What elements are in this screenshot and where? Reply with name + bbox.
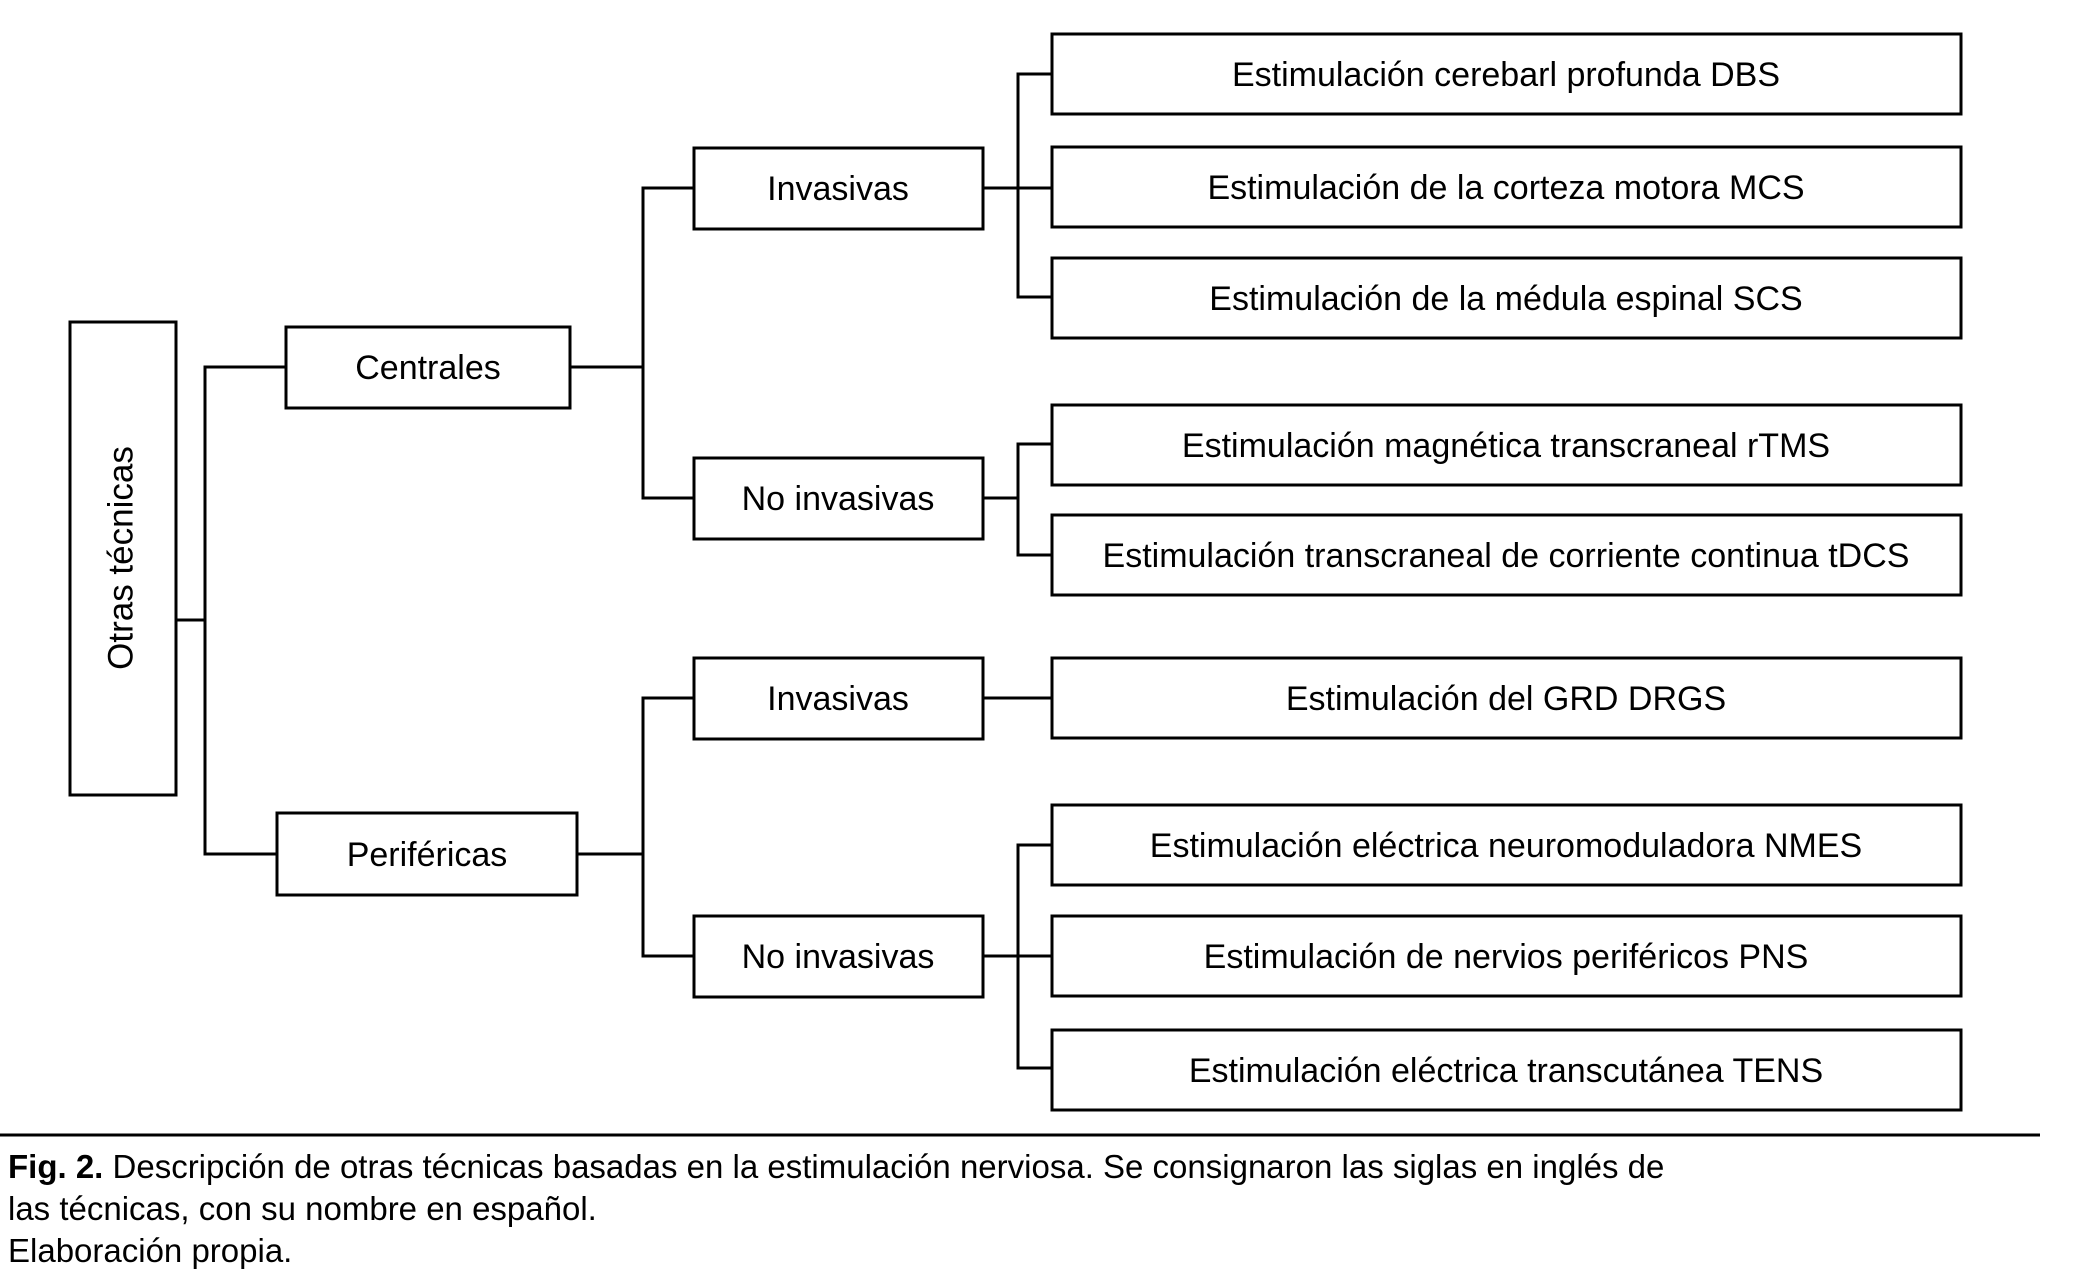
node-perifericas-label: Periféricas — [347, 836, 508, 874]
leaf-rtms[interactable]: Estimulación magnética transcraneal rTMS — [1050, 403, 1963, 487]
node-perifericas[interactable]: Periféricas — [275, 811, 579, 897]
node-perifericas-no-invasivas-label: No invasivas — [742, 938, 935, 976]
node-perifericas-box — [275, 811, 579, 897]
node-centrales-no-invasivas-label: No invasivas — [742, 480, 935, 518]
node-centrales-label: Centrales — [355, 349, 501, 387]
leaf-mcs-box — [1050, 145, 1963, 229]
node-root-box — [68, 320, 178, 797]
node-centrales-invasivas-box — [692, 146, 985, 231]
leaf-nmes[interactable]: Estimulación eléctrica neuromoduladora N… — [1050, 803, 1963, 887]
leaf-scs-label: Estimulación de la médula espinal SCS — [1209, 280, 1802, 318]
caption-line-1-text: Descripción de otras técnicas basadas en… — [103, 1148, 1664, 1185]
node-centrales-invasivas[interactable]: Invasivas — [692, 146, 985, 231]
leaf-pns-label: Estimulación de nervios periféricos PNS — [1204, 938, 1809, 976]
leaf-tdcs-label: Estimulación transcraneal de corriente c… — [1103, 537, 1910, 575]
connector-root-trunk — [174, 365, 207, 856]
node-perifericas-invasivas-label: Invasivas — [767, 680, 909, 718]
leaf-scs-box — [1050, 256, 1963, 340]
node-centrales-no-invasivas[interactable]: No invasivas — [692, 456, 985, 541]
node-root[interactable]: Otras técnicas — [68, 320, 178, 797]
leaf-rtms-box — [1050, 403, 1963, 487]
leaf-tens[interactable]: Estimulación eléctrica transcutánea TENS — [1050, 1028, 1963, 1112]
leaf-tens-label: Estimulación eléctrica transcutánea TENS — [1189, 1052, 1823, 1090]
node-centrales-no-invasivas-box — [692, 456, 985, 541]
leaf-mcs-label: Estimulación de la corteza motora MCS — [1207, 169, 1804, 207]
leaf-scs[interactable]: Estimulación de la médula espinal SCS — [1050, 256, 1963, 340]
leaf-nmes-box — [1050, 803, 1963, 887]
leaf-drgs[interactable]: Estimulación del GRD DRGS — [1050, 656, 1963, 740]
node-perifericas-no-invasivas-box — [692, 914, 985, 999]
leaf-tdcs-box — [1050, 513, 1963, 597]
leaf-dbs[interactable]: Estimulación cerebarl profunda DBS — [1050, 32, 1963, 116]
caption-line-1: Fig. 2. Descripción de otras técnicas ba… — [8, 1148, 1664, 1185]
leaf-rtms-label: Estimulación magnética transcraneal rTMS — [1182, 427, 1830, 465]
node-perifericas-invasivas[interactable]: Invasivas — [692, 656, 985, 741]
caption-line-2: las técnicas, con su nombre en español. — [8, 1190, 597, 1227]
leaf-tens-box — [1050, 1028, 1963, 1112]
node-centrales[interactable]: Centrales — [284, 325, 572, 410]
node-centrales-invasivas-label: Invasivas — [767, 170, 909, 208]
leaf-pns[interactable]: Estimulación de nervios periféricos PNS — [1050, 914, 1963, 998]
leaf-mcs[interactable]: Estimulación de la corteza motora MCS — [1050, 145, 1963, 229]
leaf-nmes-label: Estimulación eléctrica neuromoduladora N… — [1150, 827, 1862, 865]
leaf-tdcs[interactable]: Estimulación transcraneal de corriente c… — [1050, 513, 1963, 597]
node-centrales-box — [284, 325, 572, 410]
leaf-pns-box — [1050, 914, 1963, 998]
leaf-drgs-label: Estimulación del GRD DRGS — [1286, 680, 1726, 718]
caption-line-3: Elaboración propia. — [8, 1232, 292, 1269]
leaf-dbs-box — [1050, 32, 1963, 116]
caption-figure-number: Fig. 2. — [8, 1148, 103, 1185]
node-perifericas-invasivas-box — [692, 656, 985, 741]
node-perifericas-no-invasivas[interactable]: No invasivas — [692, 914, 985, 999]
node-root-label: Otras técnicas — [101, 446, 140, 670]
leaf-drgs-box — [1050, 656, 1963, 740]
leaf-dbs-label: Estimulación cerebarl profunda DBS — [1232, 56, 1780, 94]
connector-layer — [174, 72, 1054, 1070]
